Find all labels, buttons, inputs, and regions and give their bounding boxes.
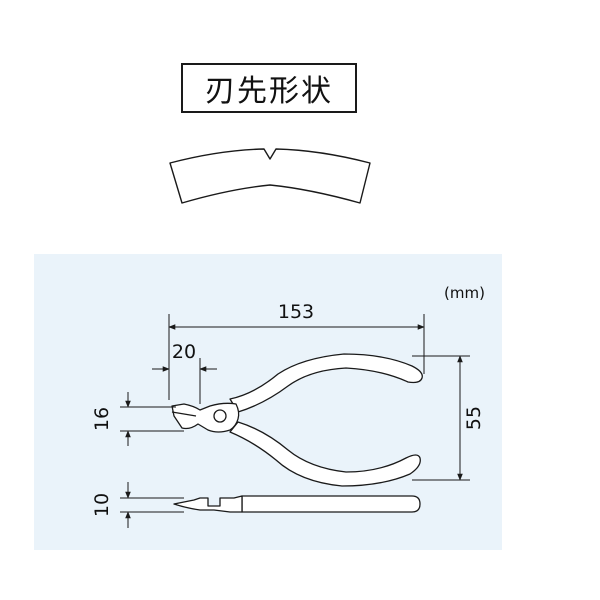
jaw-length-label: 20 — [172, 341, 196, 363]
head-width-label: 16 — [91, 407, 113, 431]
plier-dimension-diagram: (mm) 153 — [91, 284, 485, 528]
plier-head — [171, 402, 240, 433]
upper-handle — [229, 353, 423, 413]
lower-handle — [229, 421, 421, 487]
side-head — [173, 495, 243, 513]
handle-spread-dimension — [412, 355, 470, 481]
side-handle — [241, 495, 421, 513]
overall-length-dimension — [168, 314, 425, 394]
unit-label: (mm) — [444, 284, 485, 302]
thickness-dimension — [120, 482, 184, 528]
head-width-dimension — [120, 392, 184, 446]
blade-edge-profile — [169, 148, 371, 204]
thickness-label: 10 — [91, 493, 113, 517]
jaw-length-dimension — [152, 358, 217, 404]
blade-shape-title-text: 刃先形状 — [205, 74, 333, 109]
plier-top-view — [171, 353, 423, 487]
plier-side-view — [173, 495, 421, 513]
handle-spread-label: 55 — [463, 406, 485, 430]
overall-length-label: 153 — [278, 301, 314, 323]
pivot-joint — [213, 409, 227, 423]
blade-shape-title: 刃先形状 — [181, 63, 357, 113]
dimension-diagram-panel: (mm) 153 — [34, 254, 502, 550]
